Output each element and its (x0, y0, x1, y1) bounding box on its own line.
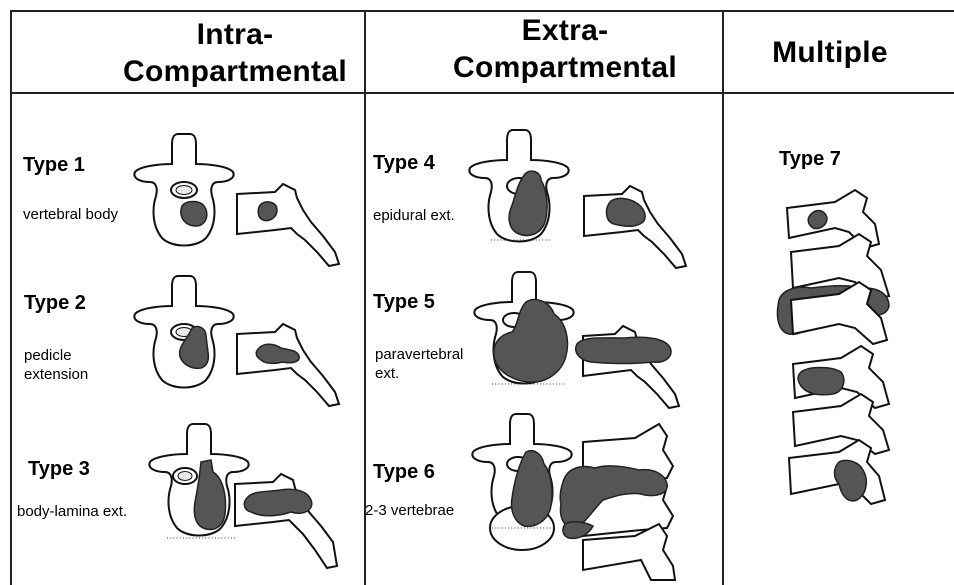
type-1-label: Type 1 (23, 154, 85, 177)
type-6-desc-line-1: 2-3 vertebrae (365, 501, 454, 520)
type-6-lateral-spine (555, 420, 690, 585)
header-intra-compartmental: Intra- Compartmental (100, 16, 370, 90)
header-extra-compartmental: Extra- Compartmental (430, 12, 700, 86)
type-2-label: Type 2 (24, 292, 86, 315)
header-intra-line-2: Compartmental (100, 53, 370, 90)
header-bottom-border (10, 92, 954, 94)
column-divider-1 (364, 10, 366, 585)
type-5-description: paravertebral ext. (375, 345, 463, 383)
type-2-axial-vertebra (130, 272, 240, 397)
left-border (10, 10, 12, 585)
type-4-lateral-vertebra (582, 182, 692, 272)
type-1-description: vertebral body (23, 205, 118, 224)
type-5-lateral-vertebra (575, 322, 685, 412)
type-6-label: Type 6 (373, 461, 435, 484)
type-4-label: Type 4 (373, 152, 435, 175)
type-1-lateral-vertebra (235, 180, 345, 270)
type-2-description: pedicle extension (24, 346, 88, 384)
header-intra-line-1: Intra- (100, 16, 370, 53)
type-5-desc-line-2: ext. (375, 364, 463, 383)
type-6-description: 2-3 vertebrae (365, 501, 454, 520)
header-extra-line-2: Compartmental (430, 49, 700, 86)
type-2-desc-line-2: extension (24, 365, 88, 384)
type-3-desc-line-1: body-lamina ext. (17, 502, 127, 521)
type-3-lateral-vertebra (233, 470, 343, 580)
type-7-lateral-spine (775, 188, 925, 508)
type-4-desc-line-1: epidural ext. (373, 206, 455, 225)
type-4-description: epidural ext. (373, 206, 455, 225)
type-5-axial-vertebra (470, 268, 580, 393)
header-extra-line-1: Extra- (430, 12, 700, 49)
type-1-axial-vertebra (130, 130, 240, 255)
header-multiple: Multiple (740, 34, 920, 71)
type-3-label: Type 3 (28, 458, 90, 481)
type-5-label: Type 5 (373, 291, 435, 314)
type-2-desc-line-1: pedicle (24, 346, 88, 365)
type-7-label: Type 7 (779, 148, 841, 171)
type-5-desc-line-1: paravertebral (375, 345, 463, 364)
type-3-description: body-lamina ext. (17, 502, 127, 521)
column-divider-2 (722, 10, 724, 585)
type-1-desc-line-1: vertebral body (23, 205, 118, 224)
type-2-lateral-vertebra (235, 320, 345, 410)
type-4-axial-vertebra (465, 126, 575, 251)
